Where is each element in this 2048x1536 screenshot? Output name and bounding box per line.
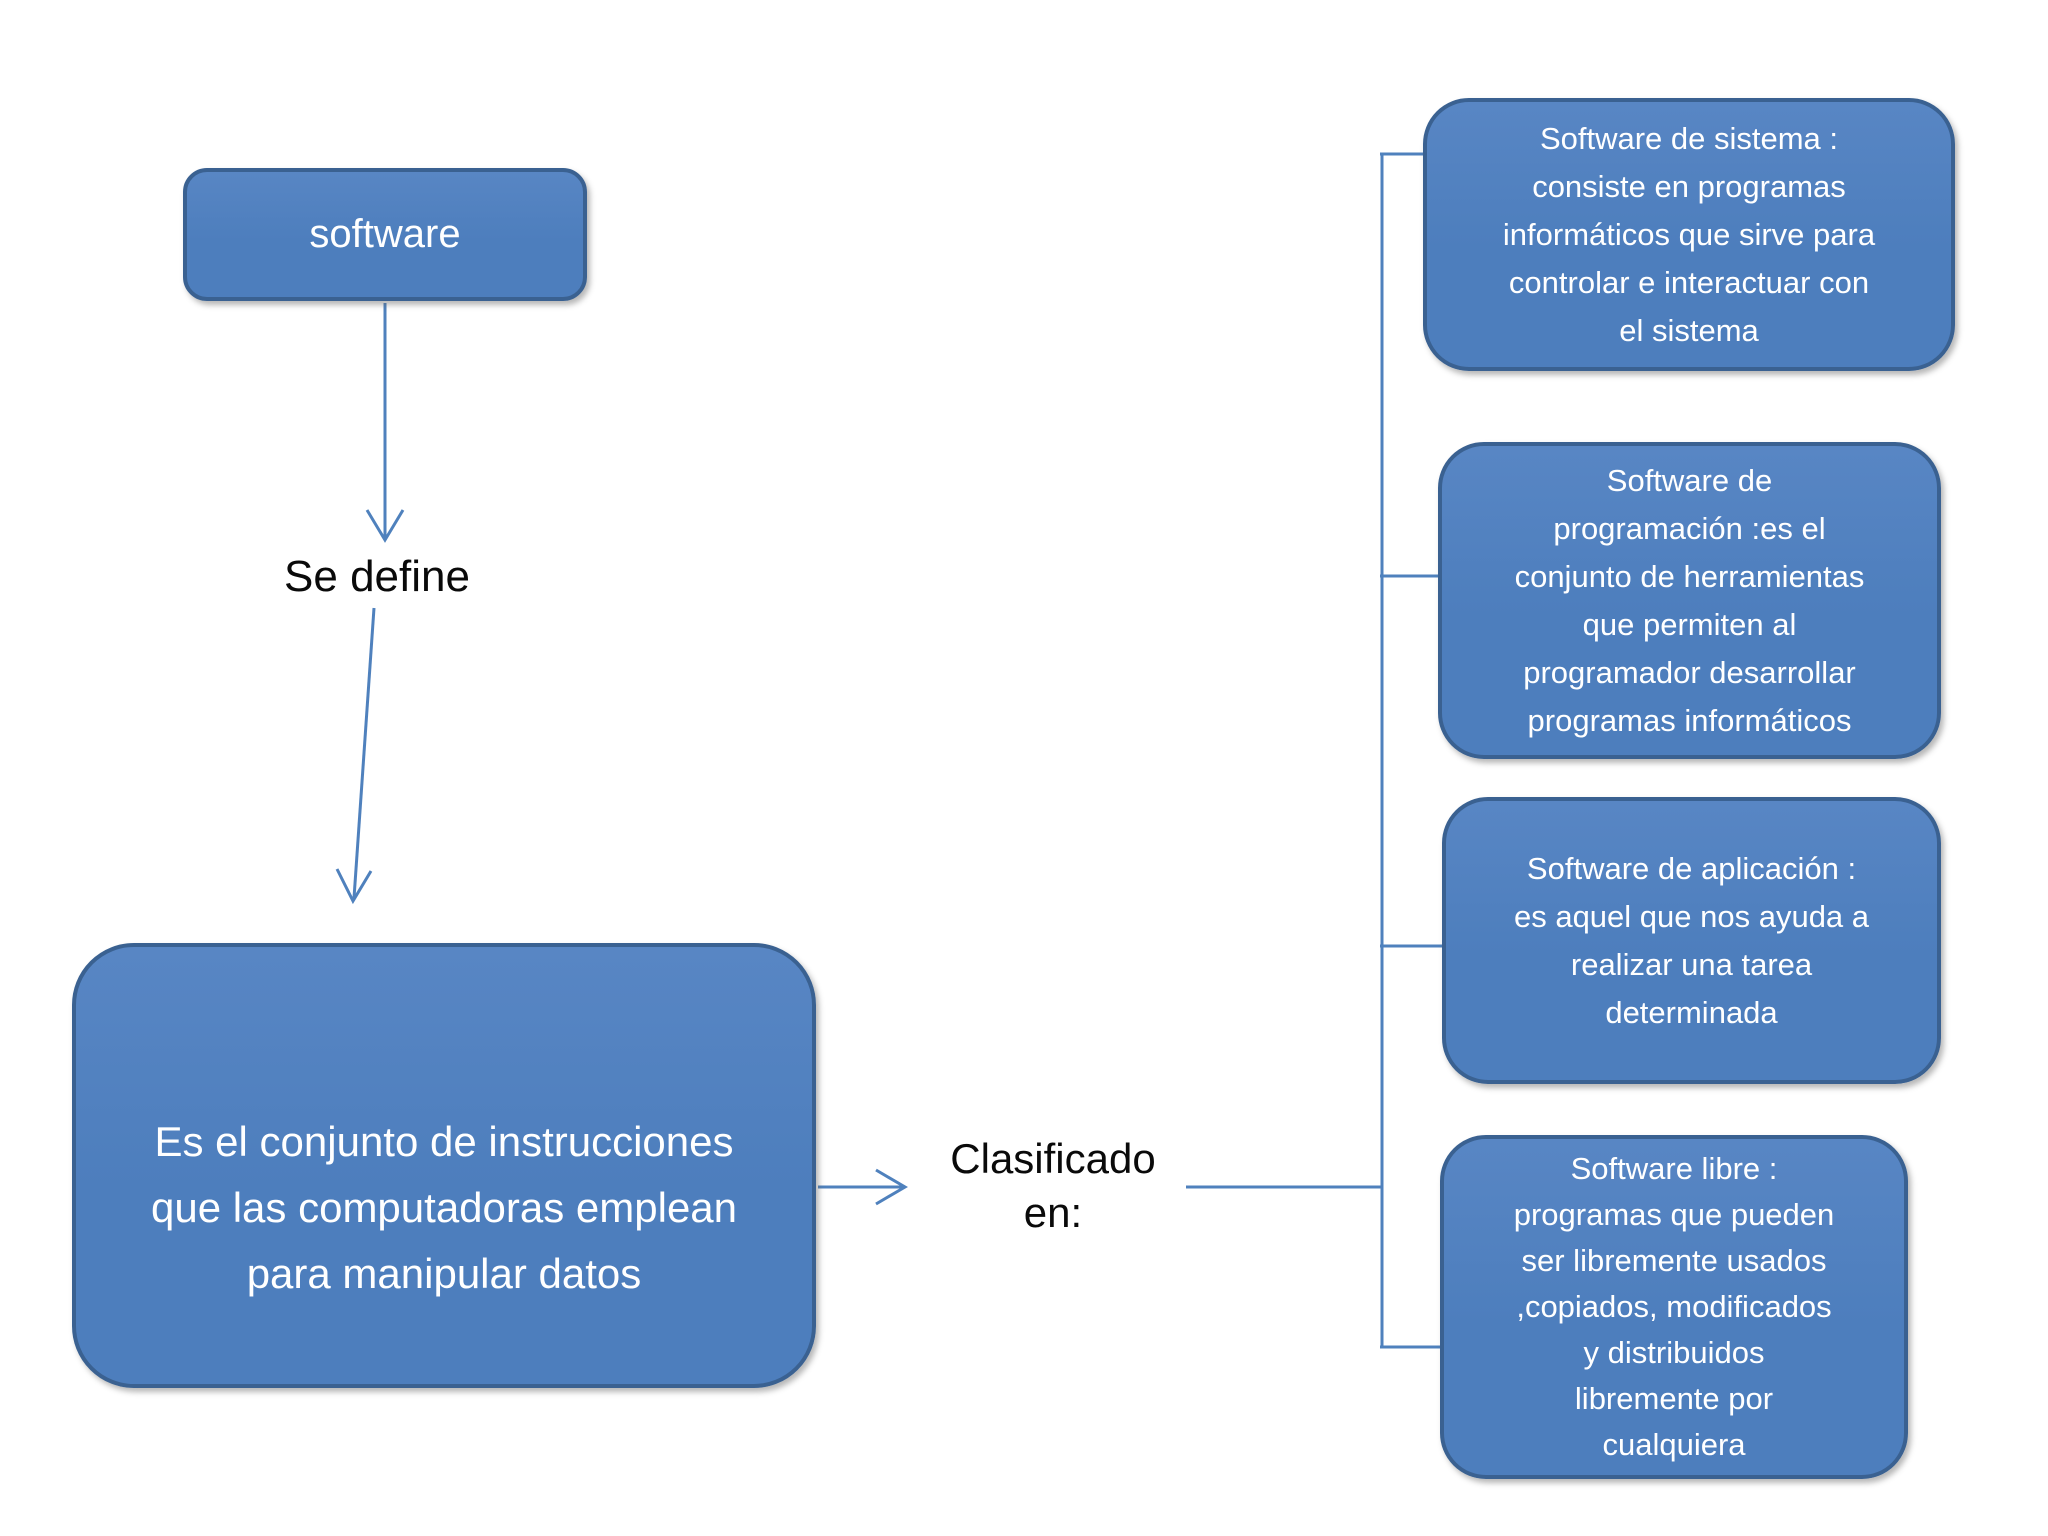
node-software-de-programacion: Software de programación :es el conjunto… — [1438, 442, 1941, 759]
edge-label-clasificado-line: Clasificado — [950, 1135, 1156, 1182]
node-line: Software de — [1606, 462, 1773, 498]
node-line: y distribuidos — [1583, 1335, 1765, 1370]
edge-define-to-definition-arrowhead — [335, 868, 373, 905]
edge-label-se-define: Se define — [284, 552, 470, 601]
node-software: software — [183, 168, 587, 301]
node-line: cualquiera — [1602, 1427, 1746, 1462]
edge-definition-to-classify-arrowhead — [875, 1168, 908, 1206]
node-line: realizar una tarea — [1570, 946, 1813, 982]
node-line: ser libremente usados — [1521, 1243, 1827, 1278]
node-definition-line: que las computadoras emplean — [150, 1183, 738, 1231]
edge-software-to-define-arrowhead — [365, 509, 405, 543]
node-line: el sistema — [1619, 312, 1759, 348]
node-line: conjunto de herramientas — [1514, 558, 1865, 594]
node-line: es aquel que nos ayuda a — [1513, 898, 1870, 934]
node-line: programas informáticos — [1527, 702, 1852, 738]
node-line: Software libre : — [1570, 1151, 1778, 1186]
edge-label-clasificado-en: Clasificado en: — [903, 1132, 1203, 1240]
node-line: ,copiados, modificados — [1516, 1289, 1832, 1324]
node-definition-line: Es el conjunto de instrucciones — [154, 1117, 734, 1165]
edge-define-to-definition-line — [352, 607, 376, 899]
node-definition-line: para manipular datos — [246, 1249, 642, 1297]
node-definition: Es el conjunto de instrucciones que las … — [72, 943, 816, 1388]
node-software-de-sistema: Software de sistema : consiste en progra… — [1423, 98, 1955, 371]
node-line: Software de sistema : — [1539, 120, 1839, 156]
edge-label-clasificado-line: en: — [1023, 1189, 1083, 1236]
node-line: programador desarrollar — [1523, 654, 1856, 690]
node-line: Software de aplicación : — [1526, 850, 1857, 886]
node-line: libremente por — [1574, 1381, 1774, 1416]
node-line: determinada — [1605, 994, 1778, 1030]
node-line: informáticos que sirve para — [1502, 216, 1876, 252]
node-line: consiste en programas — [1532, 168, 1846, 204]
node-line: programación :es el — [1553, 510, 1826, 546]
node-line: programas que pueden — [1513, 1197, 1835, 1232]
node-line: que permiten al — [1582, 606, 1797, 642]
node-software-libre: Software libre : programas que pueden se… — [1440, 1135, 1908, 1479]
node-software-de-aplicacion: Software de aplicación : es aquel que no… — [1442, 797, 1941, 1084]
node-line: controlar e interactuar con — [1508, 264, 1870, 300]
node-software-label: software — [309, 212, 461, 256]
